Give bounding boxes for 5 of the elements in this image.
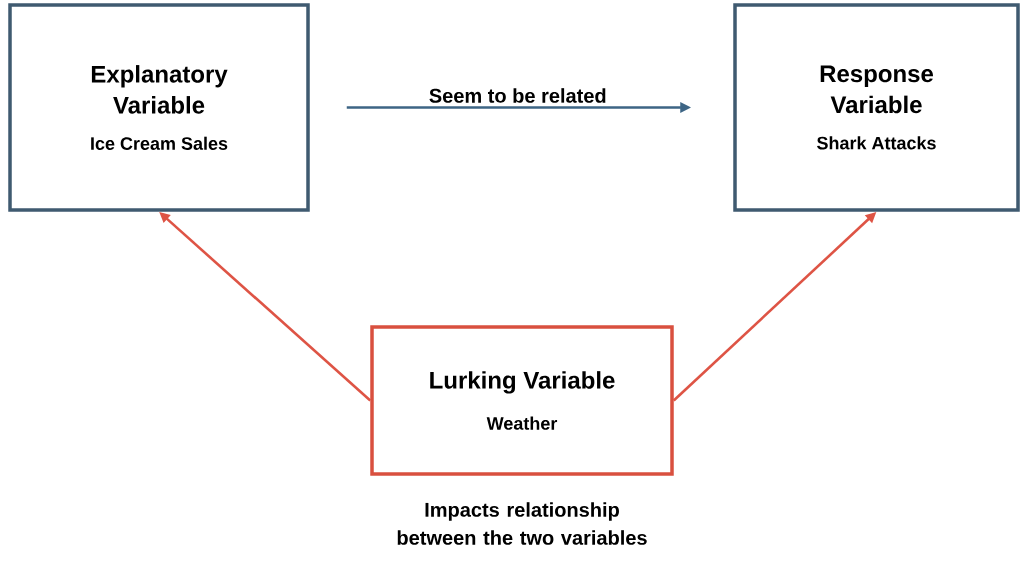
text-box: Explanatory Variable Ice Cream Sales: [8, 3, 310, 212]
caption: Impacts relationship between the two variables: [397, 502, 647, 545]
text-box: Response Variable Shark Attacks: [733, 3, 1020, 212]
edge-label: Seem to be related: [427, 87, 608, 104]
text-box: Lurking Variable Weather: [370, 325, 674, 476]
